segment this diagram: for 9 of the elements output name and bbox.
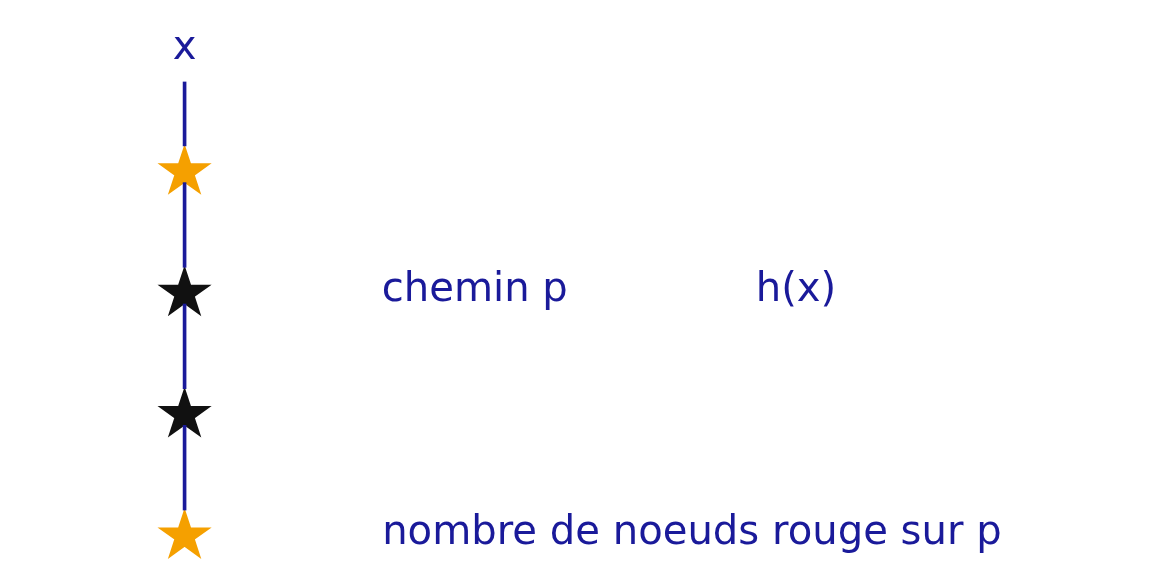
node-star	[156, 508, 212, 559]
label: nombre de noeuds rouge sur p	[381, 506, 1002, 553]
label: h(x)	[755, 264, 836, 311]
node-star	[156, 386, 212, 438]
connector	[182, 81, 186, 147]
node-star	[156, 143, 212, 195]
label: chemin p	[381, 264, 568, 311]
node-star	[156, 265, 212, 317]
node-text: x	[172, 21, 196, 68]
